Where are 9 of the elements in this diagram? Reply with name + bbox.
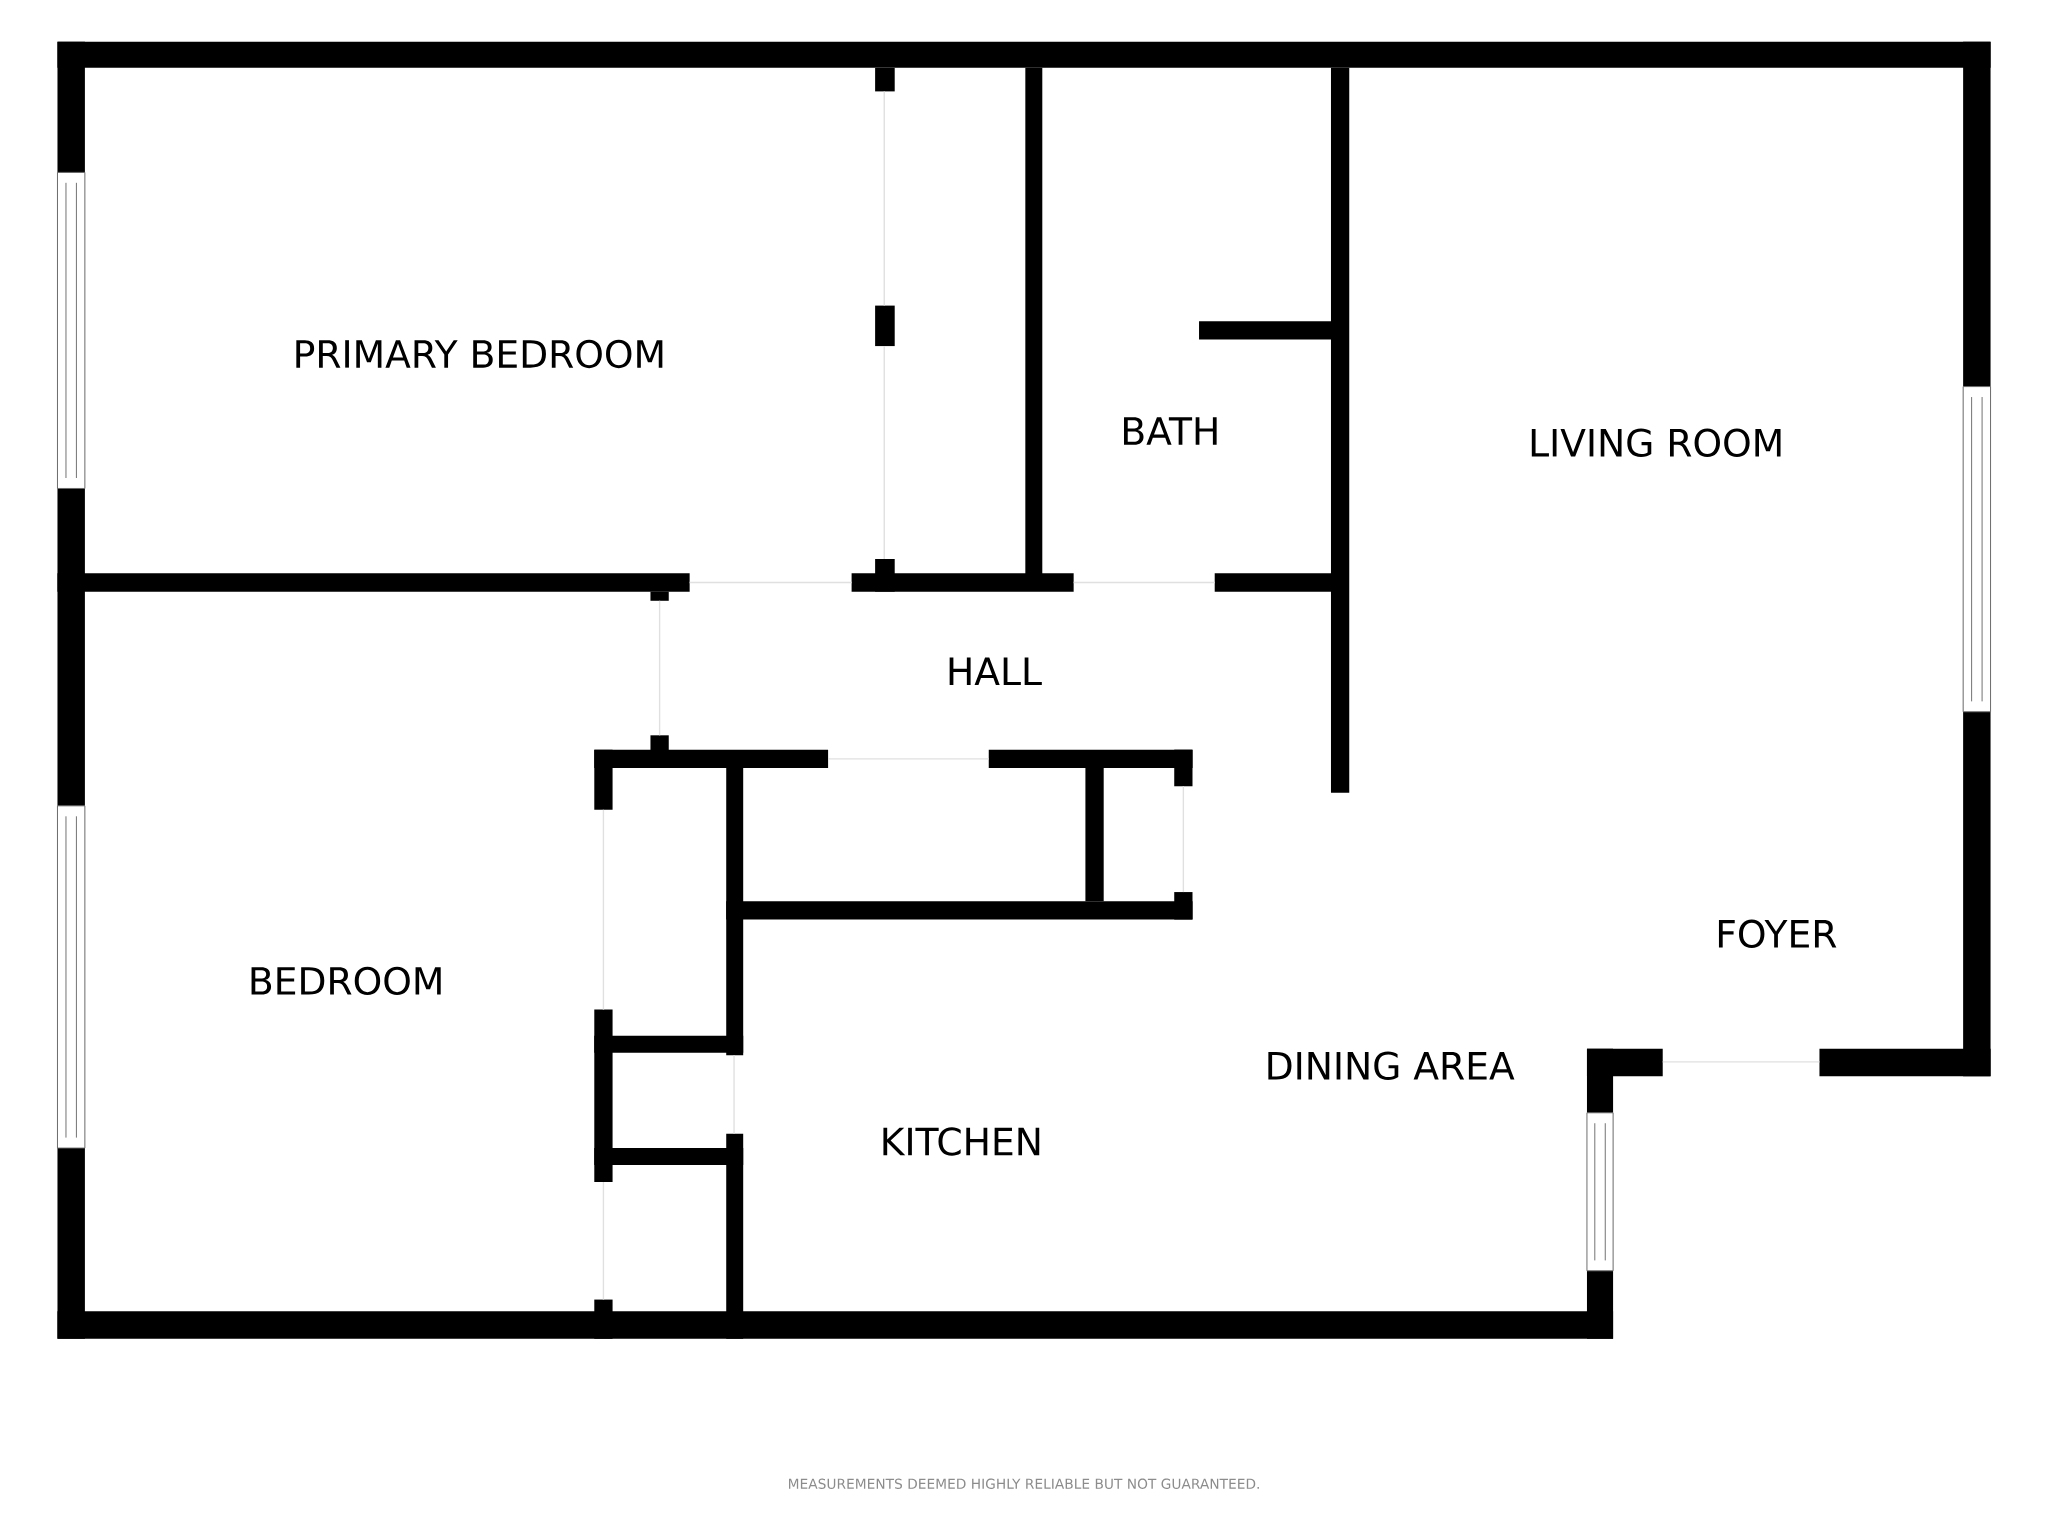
room-label: DINING AREA (1268, 1051, 1515, 1080)
footnote: MEASUREMENTS DEEMED HIGHLY RELIABLE BUT NOT GUARANTEED. (789, 1478, 1259, 1489)
room-label: FOYER (1718, 919, 1837, 949)
room-label: PRIMARY BEDROOM (296, 339, 663, 369)
room-label: BEDROOM (251, 966, 441, 996)
room-label: BATH (1124, 417, 1217, 445)
room-label: LIVING ROOM (1531, 428, 1781, 457)
room-label: HALL (949, 657, 1042, 686)
room-label: KITCHEN (883, 1127, 1040, 1156)
